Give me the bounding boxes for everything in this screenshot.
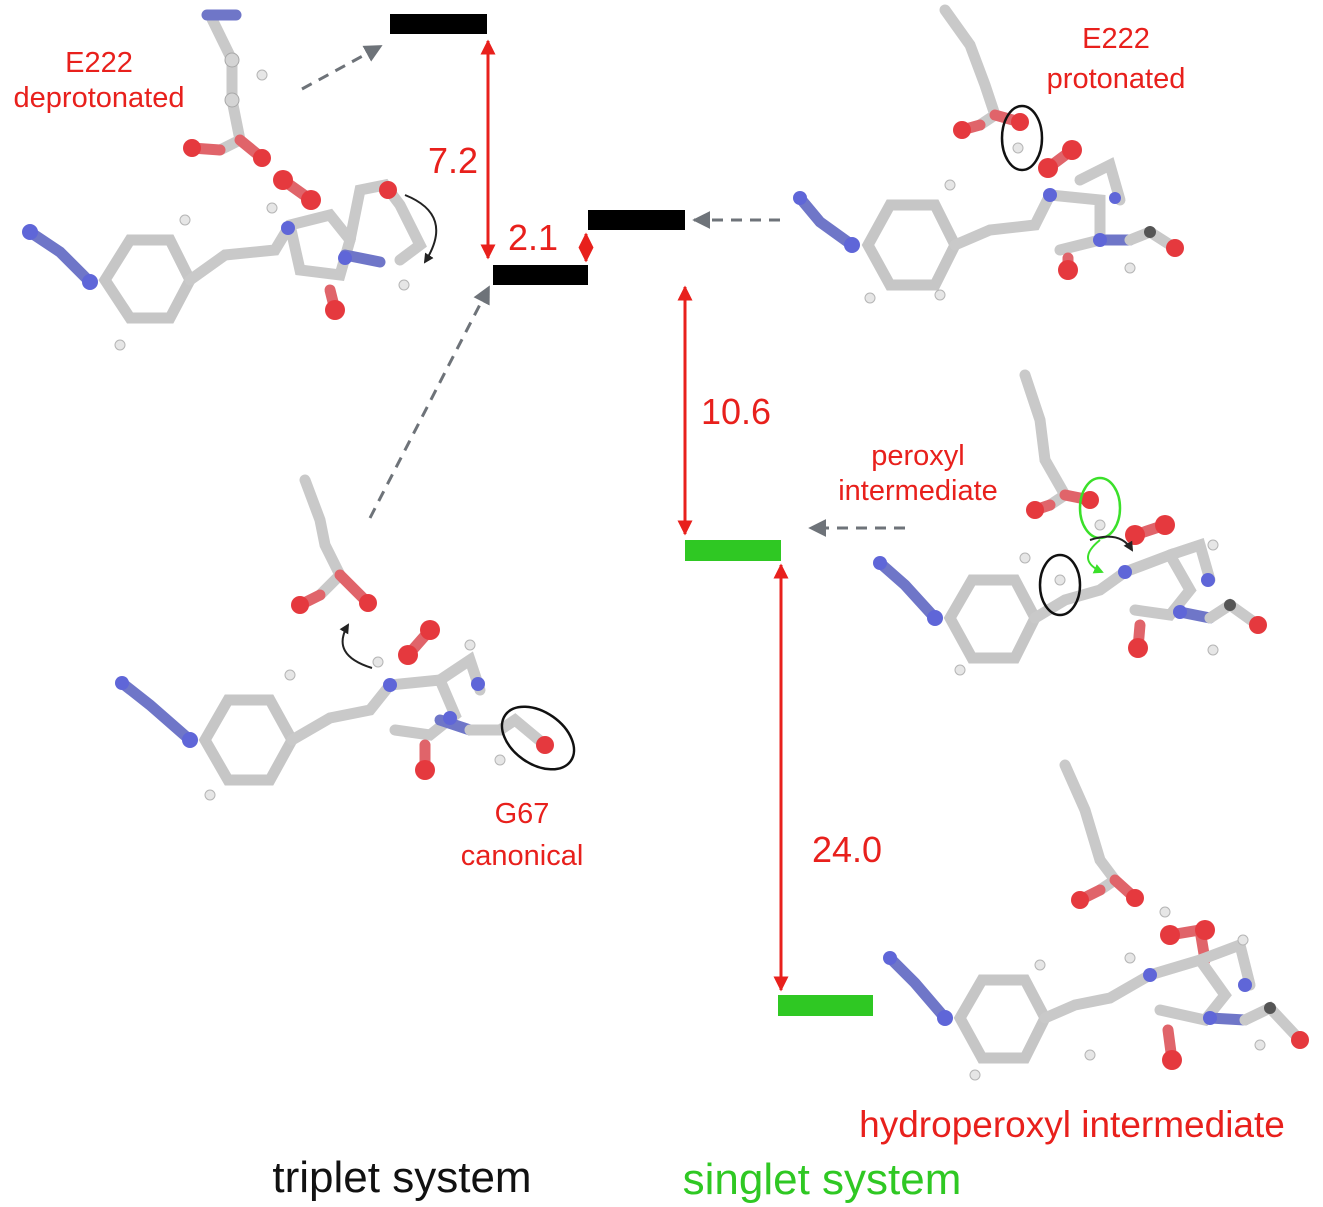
singlet-level-hydroperoxyl bbox=[778, 995, 873, 1016]
label-peroxyl-line2: intermediate bbox=[838, 475, 998, 507]
molecule-g67-canonical bbox=[115, 474, 576, 801]
triplet-level-canonical bbox=[493, 265, 588, 285]
triplet-level-protonated bbox=[588, 210, 685, 230]
triplet-level-deprotonated bbox=[390, 14, 487, 34]
canonical-highlight-circle bbox=[500, 705, 576, 771]
label-g67-line2: canonical bbox=[461, 840, 584, 872]
label-hydroperoxyl: hydroperoxyl intermediate bbox=[859, 1104, 1285, 1145]
pointer-arrow-deprotonated bbox=[301, 44, 383, 91]
molecule-e222-deprotonated bbox=[22, 9, 438, 351]
singlet-level-peroxyl bbox=[685, 540, 781, 561]
label-g67-line1: G67 bbox=[495, 798, 550, 830]
legend-triplet-system: triplet system bbox=[272, 1153, 531, 1202]
peroxyl-black-circle bbox=[1038, 553, 1082, 617]
pointer-arrow-canonical bbox=[368, 285, 491, 519]
molecule-e222-protonated bbox=[793, 4, 1184, 304]
label-e222-protonated-line2: protonated bbox=[1047, 63, 1186, 95]
energy-value-2-1: 2.1 bbox=[508, 217, 558, 258]
molecule-peroxyl bbox=[873, 369, 1267, 676]
label-peroxyl-line1: peroxyl bbox=[871, 440, 965, 472]
legend-singlet-system: singlet system bbox=[683, 1155, 962, 1204]
label-e222-deprotonated-line1: E222 bbox=[65, 47, 133, 79]
energy-value-7-2: 7.2 bbox=[428, 140, 478, 181]
energy-value-10-6: 10.6 bbox=[701, 391, 771, 432]
label-e222-deprotonated-line2: deprotonated bbox=[14, 82, 185, 114]
molecule-hydroperoxyl bbox=[883, 759, 1309, 1081]
protonation-highlight-circle bbox=[1000, 104, 1044, 172]
label-e222-protonated-line1: E222 bbox=[1082, 23, 1150, 55]
energy-value-24-0: 24.0 bbox=[812, 829, 882, 870]
